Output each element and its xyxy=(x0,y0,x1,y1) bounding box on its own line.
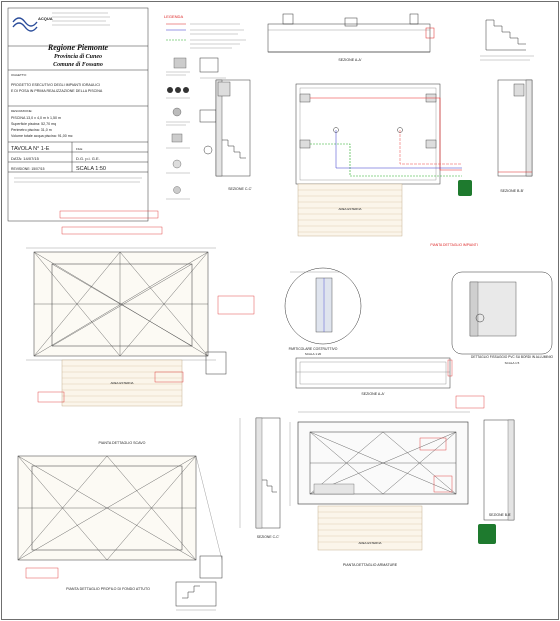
title-block: ACQUA Regione Piemonte Provincia di Cune… xyxy=(7,7,149,222)
fixing-detail: DETTAGLIO FISSAGGIO PVC SU BORDI IN ALLU… xyxy=(451,271,553,365)
logo-text: ACQUA xyxy=(38,16,53,21)
company-logo: ACQUA xyxy=(12,16,53,32)
section-cc-title: SEZIONE C-C' xyxy=(228,187,252,191)
description-label: DESCRIZIONE: xyxy=(11,109,33,113)
section-bb2-title: SEZIONE B-B' xyxy=(489,513,511,517)
section-aa-top: SEZIONE A-A' xyxy=(267,13,435,62)
fixing-detail-scale: SCALA 1:5 xyxy=(505,361,520,365)
plan-fondo-title: PIANTA DETTAGLIO PROFILO DI FONDO ATTUTO xyxy=(66,587,150,591)
section-cc-lower: SEZIONE C-C' xyxy=(239,417,281,539)
plan-impianti-title: PIANTA DETTAGLIO IMPIANTI xyxy=(430,243,477,247)
description-line2: Superficie piscina: 52,70 mq xyxy=(11,122,56,126)
drawn-by-label: D.G. p.i. G.E. xyxy=(76,156,100,161)
description-line1: PISCINA 13,0 x 4,0 m h 1,50 m xyxy=(11,116,61,120)
plan-scavo-title: PIANTA DETTAGLIO SCAVO xyxy=(99,441,146,445)
plan-scavo: AREA ESTERNA PIANTA DETTAGLIO SCAVO xyxy=(26,247,255,445)
legend: LEGENDA xyxy=(164,14,246,200)
file-label: FILE xyxy=(76,147,82,151)
section-bb-detail: SEZIONE B-B' xyxy=(497,79,533,193)
particolare-scale: SCALA 1:20 xyxy=(305,352,322,356)
section-bb-title: SEZIONE B-B' xyxy=(500,189,524,193)
province-title: Provincia di Cuneo xyxy=(54,54,102,60)
legend-title: LEGENDA xyxy=(164,14,183,19)
description-line4: Volume totale acqua piscina: 91,00 mc xyxy=(11,134,73,138)
legend-nozzle-icon xyxy=(166,186,190,200)
scale-label: SCALA 1:50 xyxy=(76,166,106,172)
construction-detail-circle: PARTICOLARE COSTRUTTIVO SCALA 1:20 xyxy=(284,267,362,356)
area-esterna-label-3: AREA ESTERNA xyxy=(358,541,381,545)
section-bb-lower: SEZIONE B-B' xyxy=(455,395,515,544)
municipality-title: Comune di Fossano xyxy=(53,62,103,68)
area-esterna-label-2: AREA ESTERNA xyxy=(110,381,133,385)
description-line3: Perimetro piscina: 31,0 m xyxy=(11,128,52,132)
object-label: OGGETTO: xyxy=(11,73,27,77)
bottom-detail xyxy=(175,581,217,611)
section-aa-title: SEZIONE A-A' xyxy=(338,58,362,62)
date-label: DATA: 14/07/15 xyxy=(11,156,40,161)
legend-inlet-icon xyxy=(166,107,190,126)
section-aa2-title: SEZIONE A-A' xyxy=(361,392,385,396)
legend-skimmer-icon xyxy=(166,57,190,76)
particolare-title: PARTICOLARE COSTRUTTIVO xyxy=(289,347,338,351)
note-box-2 xyxy=(61,226,163,235)
legend-light-icon xyxy=(166,133,190,149)
stairs-detail xyxy=(480,19,534,61)
plan-impianti: AREA ESTERNA PIANTA DETTAGLIO IMPIANTI xyxy=(295,83,478,247)
object-line2: E DI POSA IN PRIMA REALIZZAZIONE DELLA P… xyxy=(11,89,103,93)
sheet-number: TAVOLA N° 1-E xyxy=(11,146,50,152)
plan-armature: AREA ESTERNA PIANTA DETTAGLIO ARMATURE xyxy=(289,411,470,567)
section-cc2-title: SEZIONE C-C' xyxy=(257,535,280,539)
section-aa-middle: SEZIONE A-A' xyxy=(295,357,453,396)
note-box-1 xyxy=(59,210,159,219)
pump-tank xyxy=(458,180,472,196)
deck-boards: AREA ESTERNA xyxy=(297,183,403,237)
pump-tank-lower xyxy=(478,524,496,544)
legend-drain-icon xyxy=(166,159,190,174)
revision-label: REVISIONE: 15/07/15 xyxy=(11,167,45,171)
legend-fittings-icon xyxy=(166,87,190,99)
region-title: Regione Piemonte xyxy=(47,43,109,52)
object-line1: PROGETTO ESECUTIVO DEGLI IMPIANTI IDRAUL… xyxy=(11,83,100,87)
fixing-detail-title: DETTAGLIO FISSAGGIO PVC SU BORDI IN ALLU… xyxy=(471,355,553,359)
section-cc-detail: SEZIONE C-C' xyxy=(215,79,252,191)
area-esterna-label-1: AREA ESTERNA xyxy=(338,207,361,211)
plan-armature-title: PIANTA DETTAGLIO ARMATURE xyxy=(343,563,398,567)
plan-fondo: PIANTA DETTAGLIO PROFILO DI FONDO ATTUTO xyxy=(17,455,223,591)
